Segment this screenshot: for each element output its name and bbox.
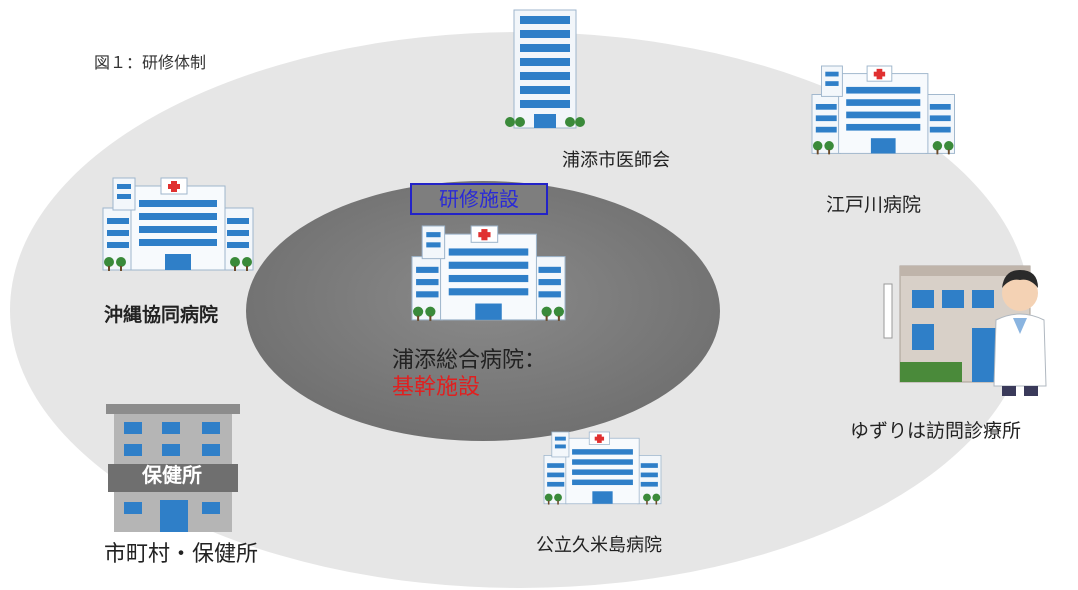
label-municipality-health-center: 市町村・保健所 xyxy=(104,542,259,567)
medical-association-icon xyxy=(505,9,585,129)
label-medical-association: 浦添市医師会 xyxy=(562,150,670,171)
label-core-facility-role: 基幹施設 xyxy=(392,375,481,400)
health-center-sign: 保健所 xyxy=(141,463,202,487)
label-kumejima-hospital: 公立久米島病院 xyxy=(536,535,662,556)
doctor-icon xyxy=(993,270,1047,396)
label-core-facility-name: 浦添総合病院： xyxy=(392,348,547,373)
figure-title: 図１：研修体制 xyxy=(94,53,207,72)
label-okinawa-kyodo-hospital: 沖縄協同病院 xyxy=(104,304,219,326)
edogawa-hospital-icon xyxy=(811,65,955,155)
health-center-icon xyxy=(106,404,240,532)
label-edogawa-hospital: 江戸川病院 xyxy=(826,194,922,216)
label-yuzuriha-clinic: ゆずりは訪問診療所 xyxy=(850,420,1022,442)
training-facility-box: 研修施設 xyxy=(410,183,548,215)
